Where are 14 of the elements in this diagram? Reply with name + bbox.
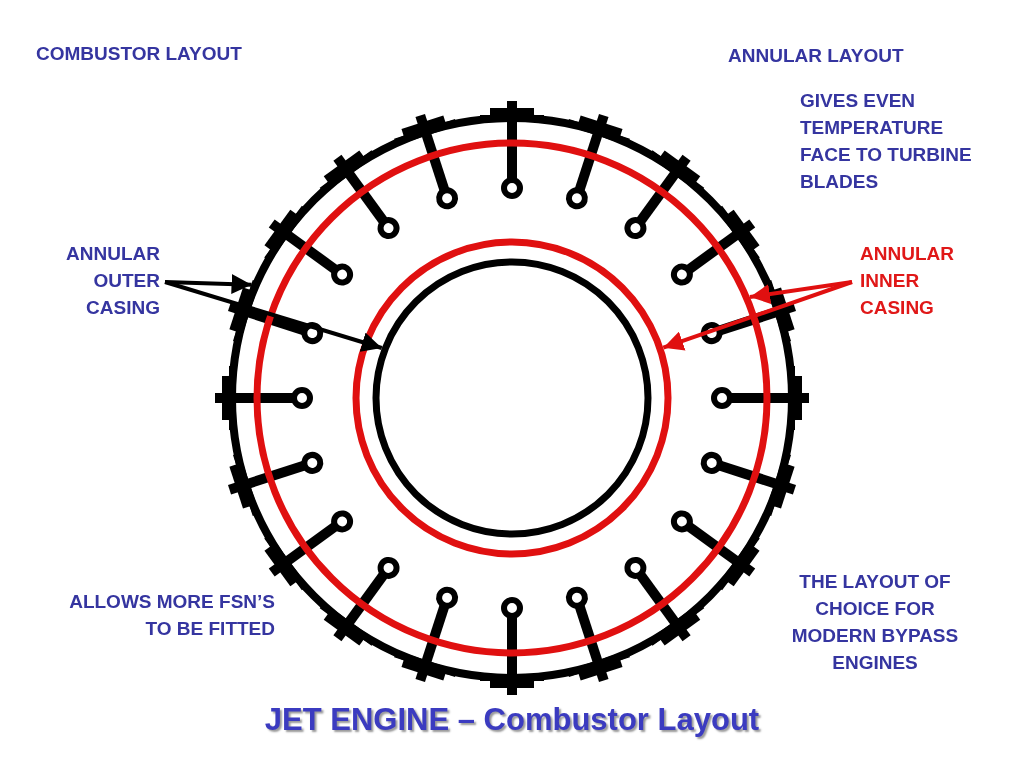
- note-text: GIVES EVEN TEMPERATURE FACE TO TURBINE BLADES: [800, 89, 973, 194]
- callout-text: ANNULAR INNER CASING: [860, 240, 960, 321]
- leader-arrow: [749, 280, 853, 304]
- note-text: THE LAYOUT OF CHOICE FOR MODERN BYPASS ENGINES: [790, 570, 960, 675]
- inner-casing-ring: [372, 258, 652, 538]
- heading-text: COMBUSTOR LAYOUT: [36, 42, 243, 66]
- leader-arrow: [164, 280, 383, 352]
- leader-arrow: [662, 280, 853, 351]
- leader-arrow: [164, 274, 252, 295]
- flame-tube-inner-wall: [352, 238, 672, 558]
- heading-text: ANNULAR LAYOUT: [728, 44, 905, 68]
- callout-text: ANNULAR OUTER CASING: [20, 240, 160, 321]
- note-text: ALLOWS MORE FSN’S TO BE FITTED: [68, 590, 275, 641]
- title: JET ENGINE – Combustor Layout: [263, 701, 761, 739]
